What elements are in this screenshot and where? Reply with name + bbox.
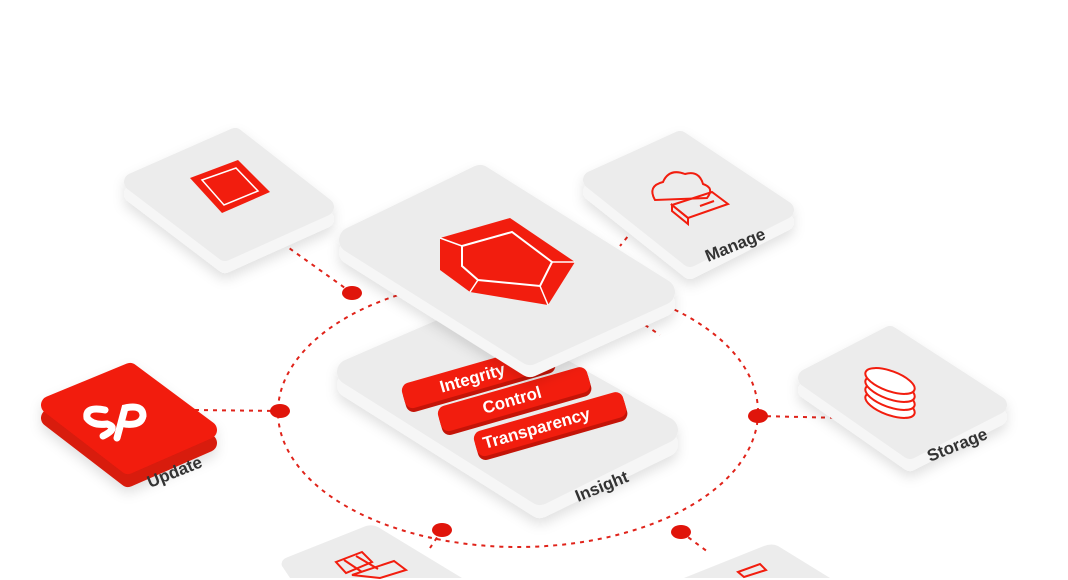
connector-dots xyxy=(270,286,768,539)
chart-icon xyxy=(736,562,768,579)
building-icon xyxy=(334,550,409,580)
connector-dot xyxy=(342,286,362,300)
insight-pills: Integrity Control Transparency xyxy=(401,344,628,460)
sp-logo xyxy=(83,403,147,442)
tile-bottom-left[interactable] xyxy=(281,525,462,578)
tile-bottom-right[interactable] xyxy=(684,544,830,579)
database-icon xyxy=(864,367,916,419)
connector-dot xyxy=(671,525,691,539)
connector-dot xyxy=(432,523,452,537)
connector-dot xyxy=(748,409,768,423)
gem-icon xyxy=(190,160,270,213)
connector-dot xyxy=(270,404,290,418)
tile-manage[interactable] xyxy=(583,131,794,279)
gem-icon xyxy=(439,218,575,306)
cloud-server-icon xyxy=(651,171,731,227)
